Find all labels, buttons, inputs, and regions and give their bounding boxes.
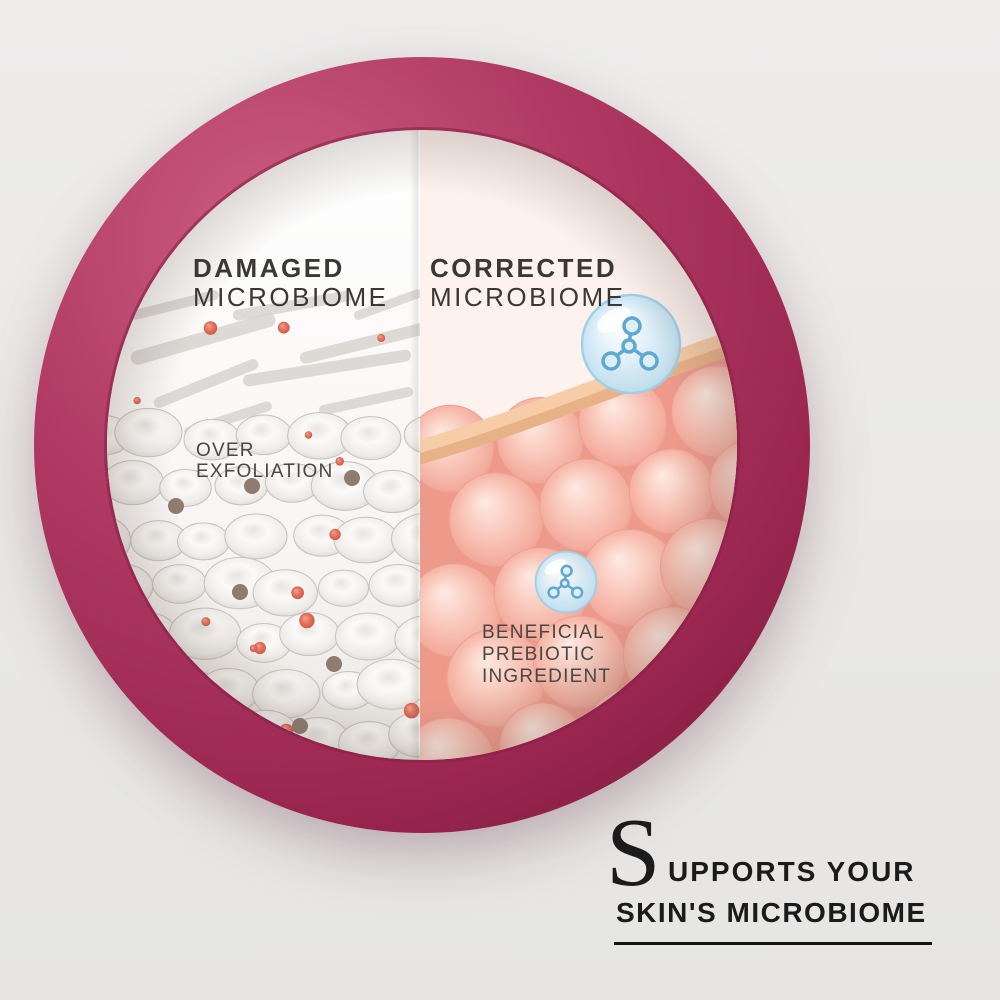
tagline-line2: SKIN'S MICROBIOME: [616, 897, 927, 928]
left-title-line2: MICROBIOME: [193, 282, 388, 312]
right-title-line1: CORRECTED: [430, 253, 617, 283]
right-title-line2: MICROBIOME: [430, 282, 625, 312]
left-title-line1: DAMAGED: [193, 253, 345, 283]
inner-vignette: [107, 130, 737, 760]
tagline-line1: UPPORTS YOUR: [668, 856, 916, 887]
tagline-underline: [614, 942, 932, 945]
tagline-dropcap: S: [606, 799, 661, 907]
tagline: S UPPORTS YOUR SKIN'S MICROBIOME: [606, 804, 956, 945]
ring-inner-edge: [104, 127, 740, 763]
right-caption-line2: PREBIOTIC: [482, 644, 595, 665]
right-caption-line3: INGREDIENT: [482, 666, 611, 687]
left-caption-line2: EXFOLIATION: [196, 461, 333, 482]
right-caption-line1: BENEFICIAL: [482, 622, 605, 643]
left-caption-line1: OVER: [196, 440, 255, 461]
